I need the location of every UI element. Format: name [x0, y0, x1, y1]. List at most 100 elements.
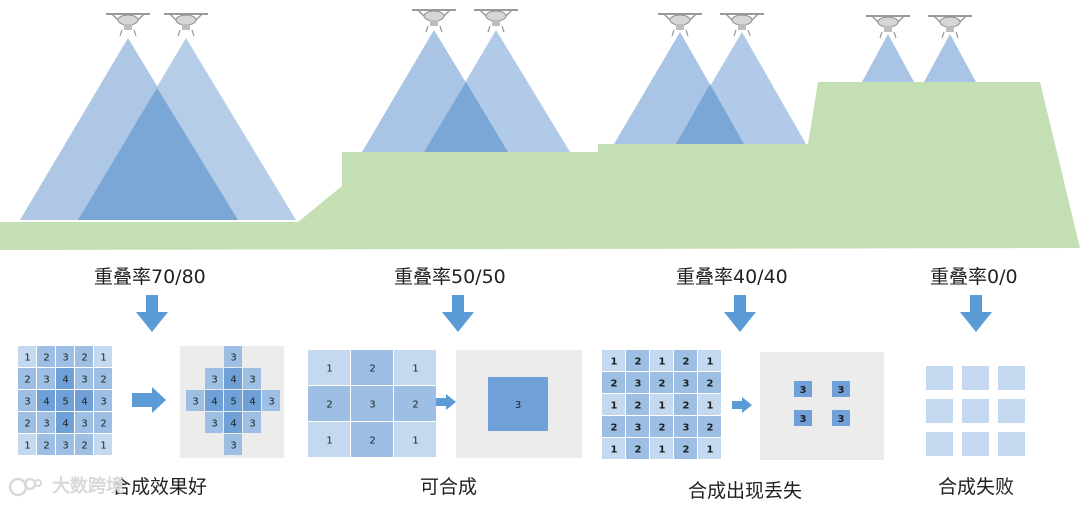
grid-cell — [37, 346, 55, 367]
grid-cell — [56, 434, 74, 455]
grid-cell-number: 3 — [683, 423, 690, 434]
grid-cell-number: 1 — [707, 445, 714, 456]
drone-icon — [658, 13, 702, 37]
beam-group-1 — [20, 38, 296, 220]
grid-cell — [488, 377, 548, 431]
grid-cell — [75, 346, 93, 367]
drone-beam — [862, 34, 914, 82]
grid-cell — [224, 412, 242, 433]
grid-cell-number: 3 — [43, 419, 49, 430]
grid-cell-number: 2 — [635, 357, 642, 368]
grid-cell — [308, 350, 350, 385]
grid-cell-number: 1 — [100, 353, 106, 364]
grid-cell-number: 3 — [43, 375, 49, 386]
grid-cell-number: 3 — [62, 441, 68, 452]
grid-cell — [18, 390, 36, 411]
grid-cell-number: 3 — [838, 414, 845, 425]
grid-cell — [18, 434, 36, 455]
grid-cell-number: 2 — [707, 379, 714, 390]
grid-cell-number: 1 — [659, 401, 666, 412]
overlap-label-4: 重叠率0/0 — [930, 266, 1018, 288]
grid-cell-number: 4 — [62, 419, 68, 430]
watermark-text: 大数跨境 — [52, 476, 124, 497]
grid-cell-number: 2 — [100, 375, 106, 386]
right-arrow-icon — [436, 394, 456, 410]
grid-cell — [308, 386, 350, 421]
grid-cell-number: 2 — [683, 401, 690, 412]
grid-cell — [75, 390, 93, 411]
overlap-label-1: 重叠率70/80 — [94, 266, 206, 288]
drone-icon — [720, 13, 764, 37]
grid-cell — [674, 394, 697, 415]
down-arrow-icon — [960, 295, 992, 332]
grid-cell-number: 2 — [24, 375, 30, 386]
grid-cell-number: 1 — [412, 364, 418, 375]
grid-cell-number: 3 — [211, 375, 217, 386]
grid-cell — [351, 350, 393, 385]
grid-cell — [698, 438, 721, 459]
grid-cell — [602, 438, 625, 459]
grid-cell-number: 3 — [211, 419, 217, 430]
grid-cell-number: 2 — [81, 441, 87, 452]
grid-cell — [18, 346, 36, 367]
grid-cell — [243, 390, 261, 411]
drone-icon — [866, 15, 910, 39]
grid-cell — [224, 390, 242, 411]
grid-cell-number: 2 — [100, 419, 106, 430]
grid-cell — [18, 368, 36, 389]
grid-cell — [394, 350, 436, 385]
grid-cell-number: 2 — [412, 400, 418, 411]
down-arrow-icon — [442, 295, 474, 332]
grid-cell — [243, 368, 261, 389]
grid-cell — [698, 416, 721, 437]
drone-icon — [474, 9, 518, 33]
grid-cell — [626, 416, 649, 437]
grid-cell — [832, 410, 850, 426]
grid-cell-number: 2 — [81, 353, 87, 364]
grid-cell-number: 1 — [24, 441, 30, 452]
grid-cell-number: 1 — [611, 445, 618, 456]
result-label-4: 合成失败 — [938, 476, 1015, 498]
grid-cell — [205, 412, 223, 433]
result-label-3: 合成出现丢失 — [688, 480, 803, 502]
grid-cell-number: 2 — [635, 401, 642, 412]
grid-cell — [698, 394, 721, 415]
drone-beam — [924, 34, 976, 82]
grid-cell-number: 2 — [611, 379, 618, 390]
grid-cell-number: 3 — [81, 419, 87, 430]
grid-cell-number: 3 — [100, 397, 106, 408]
grid-cell-number: 1 — [707, 401, 714, 412]
beam-overlap — [676, 84, 744, 144]
beam-group-2 — [362, 30, 570, 152]
grid-cell — [75, 434, 93, 455]
grid-cell — [94, 412, 112, 433]
grid-cell-number: 3 — [268, 397, 274, 408]
grid-cell — [186, 390, 204, 411]
grid-cell-number: 2 — [707, 423, 714, 434]
grid-cell — [926, 432, 953, 456]
grid-cell — [351, 386, 393, 421]
grid-cell — [224, 434, 242, 455]
grid-cell — [626, 394, 649, 415]
grid-cell — [351, 422, 393, 457]
grid-cell — [394, 386, 436, 421]
drone-icon — [928, 15, 972, 39]
grid-cell-number: 5 — [230, 397, 236, 408]
down-arrow-icon — [136, 295, 168, 332]
grid-cell — [650, 394, 673, 415]
result-panel — [760, 352, 884, 460]
grid-cell-number: 1 — [611, 401, 618, 412]
drone-icon — [412, 9, 456, 33]
right-arrow-icon — [132, 387, 166, 413]
grid-cell — [626, 438, 649, 459]
grid-cell — [602, 350, 625, 371]
grid-cell-number: 1 — [100, 441, 106, 452]
result-label-1: 合成效果好 — [112, 476, 208, 498]
grid-cell — [650, 416, 673, 437]
grid-cell-number: 1 — [611, 357, 618, 368]
right-arrow-icon — [732, 397, 752, 413]
grid-cell-number: 1 — [326, 436, 332, 447]
grid-cell-number: 3 — [192, 397, 198, 408]
